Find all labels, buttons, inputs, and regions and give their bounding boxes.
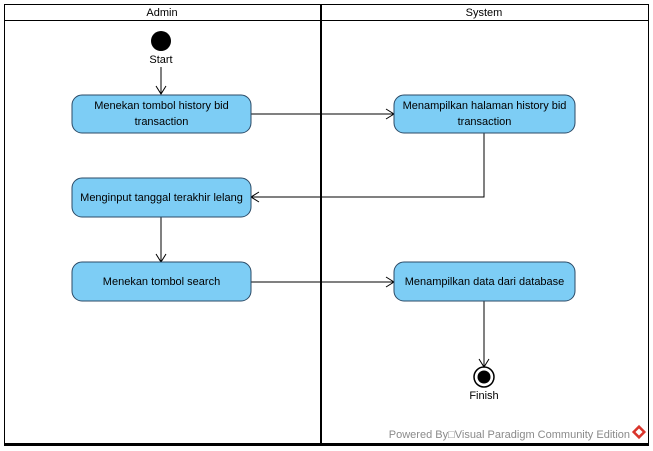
lane-title-admin: Admin	[146, 7, 177, 19]
activity-a1-line-1: Menekan tombol history bid	[94, 100, 229, 112]
start-label: Start	[149, 54, 172, 66]
activity-a1[interactable]: Menekan tombol history bid transaction	[71, 94, 252, 134]
lane-title-system: System	[466, 7, 503, 19]
activity-a2-line-1: Menampilkan halaman history bid	[403, 100, 567, 112]
start-node[interactable]	[151, 31, 171, 51]
activity-a5[interactable]: Menampilkan data dari database	[393, 261, 576, 302]
finish-label: Finish	[469, 390, 498, 402]
arrowhead-icon	[155, 85, 167, 95]
activity-a1-line-2: transaction	[135, 116, 189, 128]
activity-a2[interactable]: Menampilkan halaman history bid transact…	[393, 94, 576, 134]
flow-a2-a3	[251, 133, 485, 198]
watermark-text: Powered By□Visual Paradigm Community Edi…	[389, 429, 630, 441]
activity-a4[interactable]: Menekan tombol search	[71, 261, 252, 302]
activity-a3-line-1: Menginput tanggal terakhir lelang	[80, 192, 243, 204]
activity-a2-line-2: transaction	[458, 116, 512, 128]
swimlane-frame	[4, 4, 649, 446]
activity-a5-line-1: Menampilkan data dari database	[405, 276, 565, 288]
activity-a4-line-1: Menekan tombol search	[103, 276, 220, 288]
visual-paradigm-logo-icon	[631, 424, 647, 440]
activity-a3[interactable]: Menginput tanggal terakhir lelang	[71, 177, 252, 218]
finish-node[interactable]	[473, 366, 495, 388]
